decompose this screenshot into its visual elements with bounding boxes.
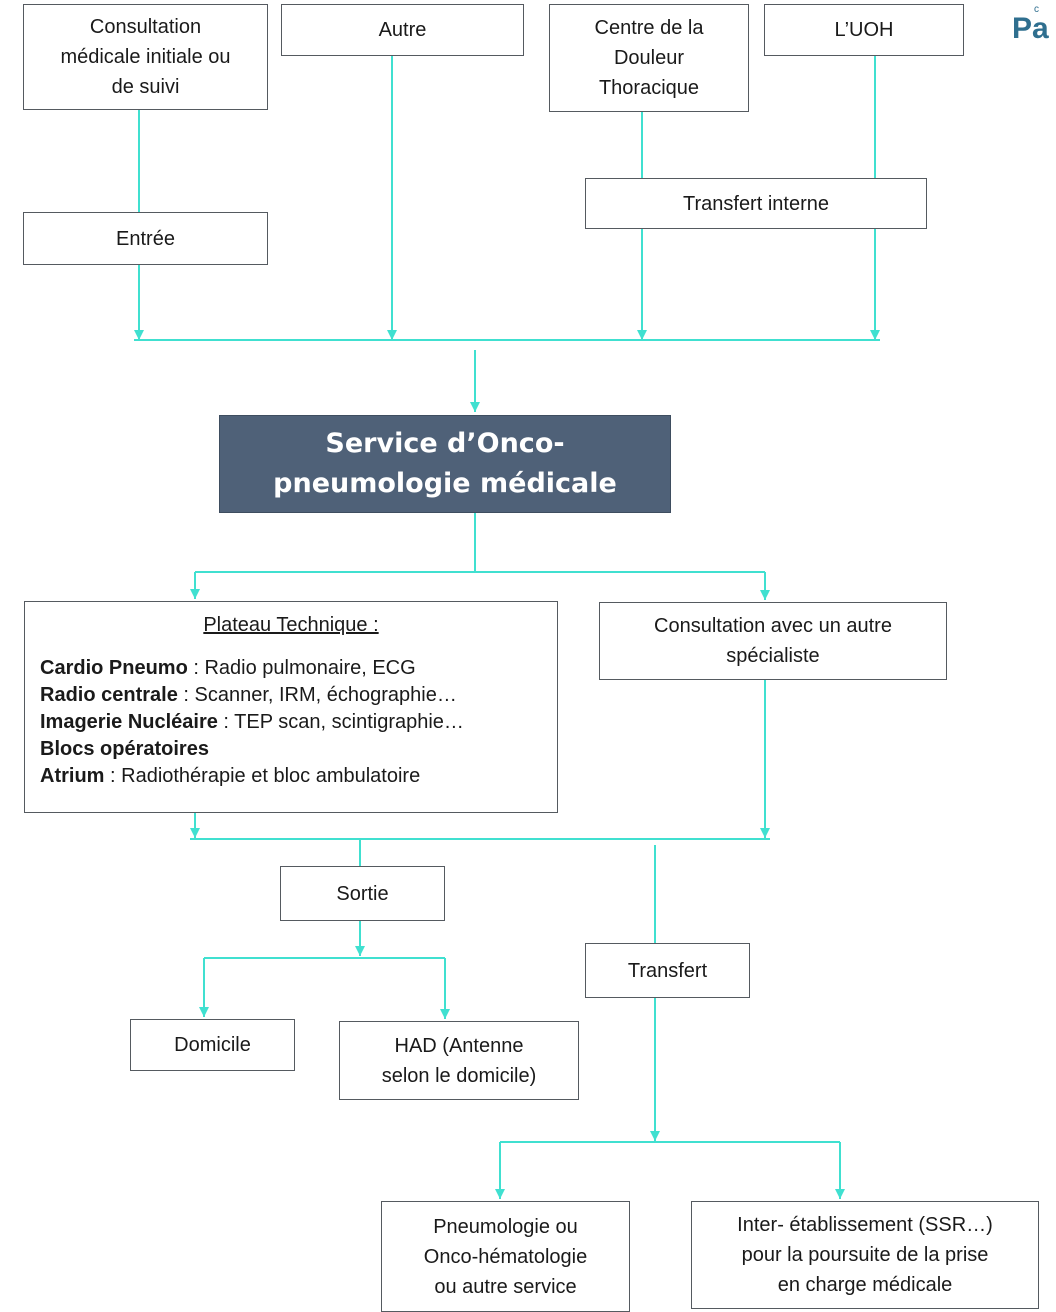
uoh-node: L’UOH: [764, 4, 964, 56]
inter-etablissement-node: Inter- établissement (SSR…) pour la pour…: [691, 1201, 1039, 1309]
sortie-node: Sortie: [280, 866, 445, 921]
arrowhead: [199, 1007, 209, 1017]
had-node: HAD (Antenne selon le domicile): [339, 1021, 579, 1100]
pneumologie-node: Pneumologie ou Onco-hématologie ou autre…: [381, 1201, 630, 1312]
arrowhead: [440, 1009, 450, 1019]
centre-douleur-thoracique-node: Centre de la Douleur Thoracique: [549, 4, 749, 112]
arrowhead: [760, 590, 770, 600]
consultation-specialiste-node: Consultation avec un autre spécialiste: [599, 602, 947, 680]
service-onco-pneumologie-node: Service d’Onco- pneumologie médicale: [219, 415, 671, 513]
arrowhead: [760, 828, 770, 838]
entree-node: Entrée: [23, 212, 268, 265]
transfert-interne-node: Transfert interne: [585, 178, 927, 229]
arrowhead: [870, 330, 880, 340]
autre-node: Autre: [281, 4, 524, 56]
arrowhead: [134, 330, 144, 340]
plateau-row: Blocs opératoires: [40, 738, 209, 760]
arrowhead: [470, 402, 480, 412]
domicile-node: Domicile: [130, 1019, 295, 1071]
arrowhead: [355, 946, 365, 956]
arrowhead: [190, 828, 200, 838]
plateau-technique-box: Plateau Technique : Cardio Pneumo : Radi…: [24, 601, 558, 813]
plateau-title: Plateau Technique :: [203, 614, 379, 636]
plateau-row: Cardio Pneumo : Radio pulmonaire, ECG: [40, 657, 416, 679]
arrowhead: [190, 589, 200, 599]
arrowhead: [387, 330, 397, 340]
arrowhead: [650, 1131, 660, 1141]
plateau-row: Imagerie Nucléaire : TEP scan, scintigra…: [40, 711, 464, 733]
arrowhead: [495, 1189, 505, 1199]
plateau-row: Radio centrale : Scanner, IRM, échograph…: [40, 684, 457, 706]
arrowhead: [637, 330, 647, 340]
plateau-row: Atrium : Radiothérapie et bloc ambulatoi…: [40, 765, 421, 787]
consultation-initiale-node: Consultation médicale initiale ou de sui…: [23, 4, 268, 110]
transfert-node: Transfert: [585, 943, 750, 998]
arrowhead: [835, 1189, 845, 1199]
